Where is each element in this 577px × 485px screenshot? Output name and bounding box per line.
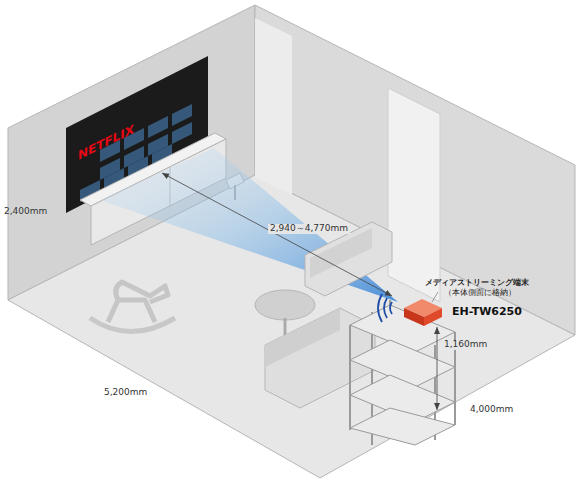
model-name: EH-TW6250 bbox=[452, 306, 522, 318]
dimension-label: 1,160mm bbox=[442, 340, 489, 350]
dimension-label: 2,940～4,770mm bbox=[268, 224, 350, 234]
dimension-label: 4,000mm bbox=[470, 405, 513, 415]
dimension-label: 5,200mm bbox=[104, 388, 147, 398]
dimension-label: 2,400mm bbox=[4, 207, 47, 217]
device-note: （本体側面に格納） bbox=[444, 289, 516, 297]
device-label: メディアストリーミング端末 bbox=[425, 279, 529, 287]
